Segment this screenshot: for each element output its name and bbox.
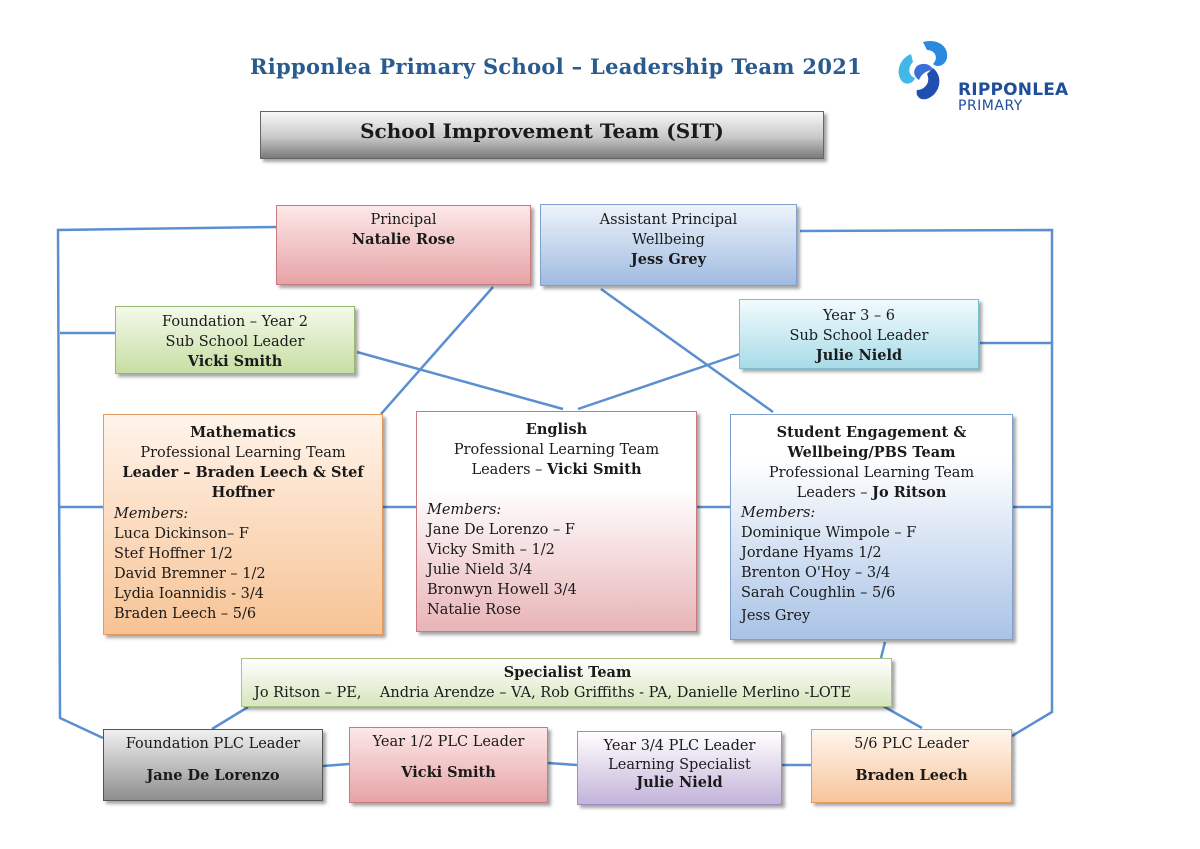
page-title: Ripponlea Primary School – Leadership Te… <box>250 54 863 79</box>
engagement-title-line1: Student Engagement & <box>776 424 967 441</box>
english-title: English <box>525 421 588 438</box>
english-members-list: Jane De Lorenzo – F Vicky Smith – 1/2 Ju… <box>427 520 686 620</box>
year36-sub-area: Sub School Leader <box>789 328 929 344</box>
foundation-sub-school-box: Foundation – Year 2 Sub School Leader Vi… <box>115 306 355 374</box>
maths-member: Lydia Ioannidis - 3/4 <box>114 586 264 602</box>
year56-plc-name: Braden Leech <box>855 767 968 784</box>
maths-members-label: Members: <box>114 506 189 522</box>
engagement-leaders: Leaders – Jo Ritson <box>741 483 1002 503</box>
foundation-sub-role: Foundation – Year 2 <box>162 314 308 330</box>
english-leaders-prefix: Leaders – <box>471 462 548 478</box>
year34-plc-area: Learning Specialist <box>608 757 751 773</box>
year12-plc-name: Vicki Smith <box>401 764 496 781</box>
principal-box: Principal Natalie Rose <box>276 205 531 285</box>
engagement-members-label: Members: <box>741 505 816 521</box>
principal-name: Natalie Rose <box>351 231 456 248</box>
english-subtitle: Professional Learning Team <box>453 442 660 458</box>
english-member: Vicky Smith – 1/2 <box>427 542 555 558</box>
english-member: Natalie Rose <box>427 602 521 618</box>
assistant-principal-area: Wellbeing <box>632 232 705 248</box>
maths-member: Luca Dickinson– F <box>114 526 249 542</box>
engagement-leaders-prefix: Leaders – <box>796 485 873 501</box>
engagement-member: Brenton O'Hoy – 3/4 <box>741 565 891 581</box>
maths-subtitle: Professional Learning Team <box>140 445 346 461</box>
foundation-plc-role: Foundation PLC Leader <box>125 736 301 752</box>
english-team-box: English Professional Learning Team Leade… <box>416 411 697 632</box>
english-leaders-name: Vicki Smith <box>547 461 642 478</box>
year56-plc-box: 5/6 PLC Leader Braden Leech <box>811 729 1012 803</box>
engagement-title-line2: Wellbeing/PBS Team <box>787 444 956 461</box>
engagement-members-list: Dominique Wimpole – F Jordane Hyams 1/2 … <box>741 523 1002 626</box>
year36-sub-school-box: Year 3 – 6 Sub School Leader Julie Nield <box>739 299 979 369</box>
engagement-member: Jordane Hyams 1/2 <box>741 545 882 561</box>
assistant-principal-name: Jess Grey <box>630 251 707 268</box>
maths-leader-line1: Leader – Braden Leech & Stef <box>122 464 364 481</box>
engagement-subtitle: Professional Learning Team <box>768 465 975 481</box>
assistant-principal-role: Assistant Principal <box>599 212 738 228</box>
maths-member: David Bremner – 1/2 <box>114 566 266 582</box>
engagement-member: Dominique Wimpole – F <box>741 525 917 541</box>
engagement-team-box: Student Engagement & Wellbeing/PBS Team … <box>730 414 1013 640</box>
year34-plc-name: Julie Nield <box>636 774 723 791</box>
maths-leader-line2: Hoffner <box>211 484 275 501</box>
engagement-member: Sarah Coughlin – 5/6 <box>741 585 896 601</box>
engagement-leaders-name: Jo Ritson <box>872 484 947 501</box>
specialist-members: Jo Ritson – PE, Andria Arendze – VA, Rob… <box>254 685 852 701</box>
maths-title: Mathematics <box>190 424 296 441</box>
logo-text-primary: PRIMARY <box>958 98 1023 114</box>
english-member: Julie Nield 3/4 <box>427 562 533 578</box>
year56-plc-role: 5/6 PLC Leader <box>854 736 969 752</box>
maths-member: Stef Hoffner 1/2 <box>114 546 233 562</box>
english-members-label: Members: <box>427 502 502 518</box>
year12-plc-role: Year 1/2 PLC Leader <box>372 734 525 750</box>
year36-sub-role: Year 3 – 6 <box>823 308 895 324</box>
logo-text-ripponlea: RIPPONLEA <box>958 80 1069 100</box>
foundation-sub-area: Sub School Leader <box>165 334 305 350</box>
maths-member: Braden Leech – 5/6 <box>114 606 257 622</box>
specialist-team-box: Specialist Team Jo Ritson – PE, Andria A… <box>241 658 892 707</box>
year34-plc-box: Year 3/4 PLC Leader Learning Specialist … <box>577 731 782 805</box>
principal-role: Principal <box>370 212 437 228</box>
year34-plc-role: Year 3/4 PLC Leader <box>603 738 756 754</box>
foundation-sub-name: Vicki Smith <box>187 353 283 370</box>
foundation-plc-name: Jane De Lorenzo <box>146 767 280 784</box>
maths-members-list: Luca Dickinson– F Stef Hoffner 1/2 David… <box>114 524 372 624</box>
assistant-principal-box: Assistant Principal Wellbeing Jess Grey <box>540 204 797 286</box>
sit-banner: School Improvement Team (SIT) <box>260 111 824 159</box>
maths-team-box: Mathematics Professional Learning Team L… <box>103 414 383 635</box>
year12-plc-box: Year 1/2 PLC Leader Vicki Smith <box>349 727 548 803</box>
english-leaders: Leaders – Vicki Smith <box>427 460 686 480</box>
english-member: Jane De Lorenzo – F <box>427 522 575 538</box>
english-member: Bronwyn Howell 3/4 <box>427 582 577 598</box>
engagement-member: Jess Grey <box>741 608 811 624</box>
year36-sub-name: Julie Nield <box>815 347 903 364</box>
specialist-title: Specialist Team <box>503 664 632 681</box>
foundation-plc-box: Foundation PLC Leader Jane De Lorenzo <box>103 729 323 801</box>
school-logo-icon <box>898 40 948 100</box>
